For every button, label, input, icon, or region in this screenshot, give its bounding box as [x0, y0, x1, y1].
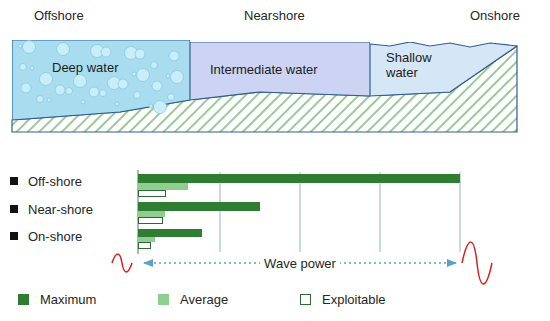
bubble [37, 96, 44, 103]
bars [138, 174, 460, 249]
bubble [40, 73, 53, 86]
region-shape [370, 42, 517, 96]
bubble [18, 44, 22, 48]
row-label: On-shore [28, 229, 82, 244]
bubble [89, 87, 99, 97]
bubble [101, 47, 111, 57]
row-label: Off-shore [28, 174, 82, 189]
bubble [169, 51, 179, 61]
legend-swatch [18, 294, 29, 305]
bubble [171, 71, 184, 84]
bubble [151, 62, 158, 69]
bubble [81, 100, 85, 104]
legend-label: Maximum [40, 292, 96, 307]
region-label: Intermediate water [210, 62, 318, 77]
bubble [134, 92, 141, 99]
legend-swatch [158, 294, 169, 305]
sine-wave [462, 242, 492, 284]
bubble [137, 69, 150, 82]
bubble [115, 102, 119, 106]
bubble [166, 74, 170, 78]
grid-lines [138, 170, 460, 254]
water-region: Deep water [12, 40, 190, 120]
bubbles [18, 41, 184, 114]
bullets [10, 177, 18, 240]
bubble [74, 75, 87, 88]
bubble [154, 101, 167, 114]
sine-wave [112, 254, 132, 272]
region-label: Shallow water [386, 50, 444, 80]
bubble [47, 98, 51, 102]
bubble [168, 94, 175, 101]
bubble [66, 88, 73, 95]
region-shape [190, 42, 370, 100]
zone-label: Offshore [34, 8, 84, 23]
bubble [21, 83, 31, 93]
bubble [57, 43, 70, 56]
bubble [55, 85, 65, 95]
zone-label: Onshore [470, 8, 520, 23]
water-region: Intermediate water [190, 42, 370, 100]
water-region: Shallow water [370, 42, 517, 96]
legend-label: Average [180, 292, 228, 307]
legend-swatch [300, 294, 311, 305]
region-outline [12, 40, 190, 120]
bubble [23, 41, 36, 54]
bubble [149, 104, 153, 108]
zone-label: Nearshore [244, 8, 305, 23]
bubble [135, 49, 145, 59]
bubble [118, 79, 128, 89]
row-label: Near-shore [28, 202, 93, 217]
region-label: Deep water [52, 60, 118, 75]
bubble [30, 66, 34, 70]
bubble [152, 81, 162, 91]
legend-label: Exploitable [322, 292, 386, 307]
bubble [100, 90, 107, 97]
bubble [20, 64, 27, 71]
axis-label: Wave power [260, 256, 340, 271]
region-shape [12, 40, 190, 120]
bubble [132, 72, 136, 76]
